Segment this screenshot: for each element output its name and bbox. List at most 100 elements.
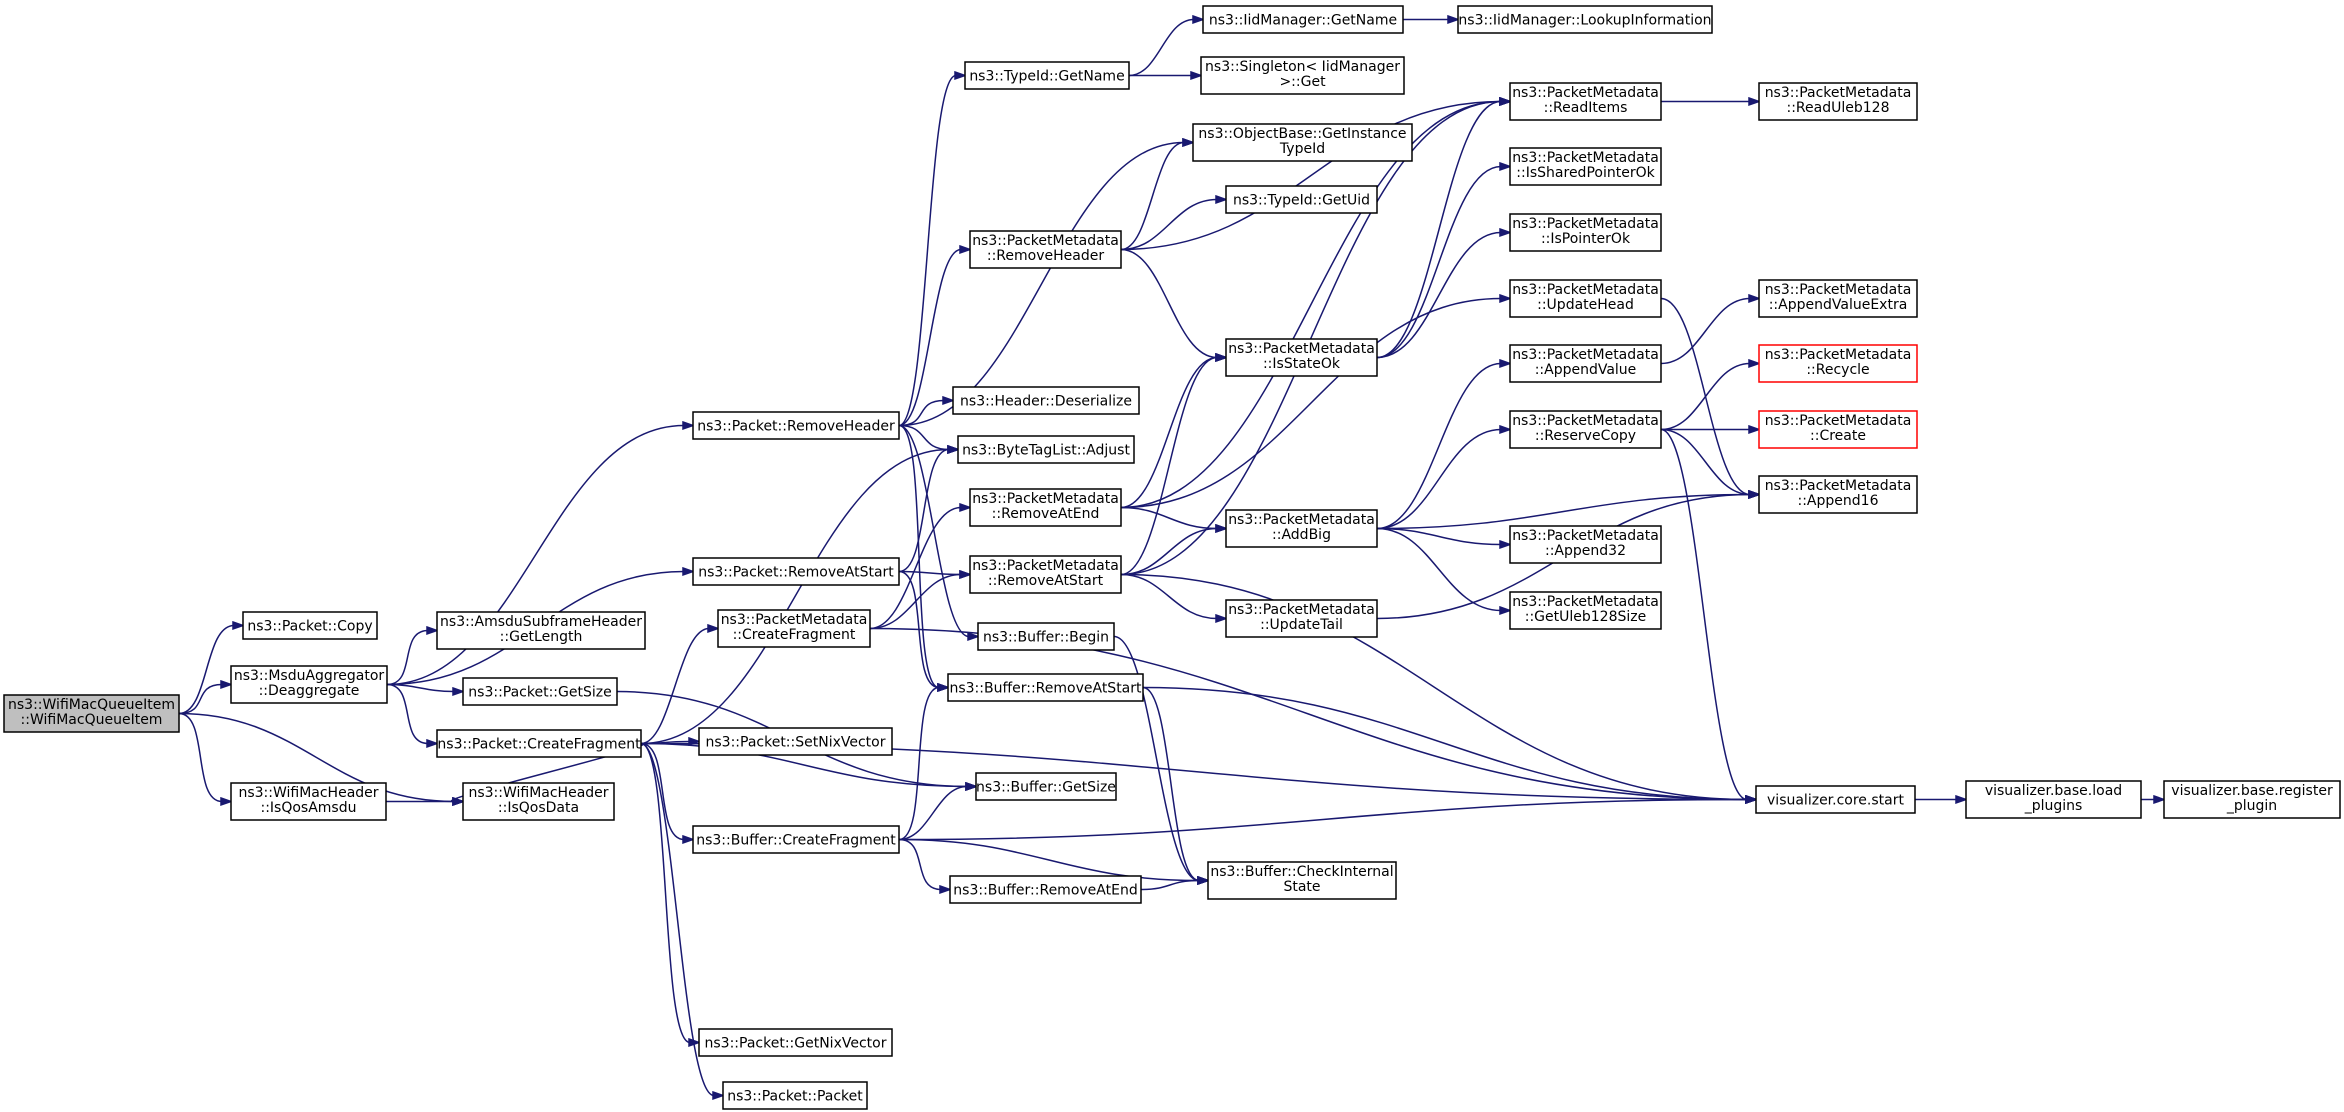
node-label: ns3::PacketMetadata [1228, 341, 1375, 357]
node-vizload[interactable]: visualizer.base.load_plugins [1965, 780, 2142, 819]
node-label: ns3::TypeId::GetUid [1233, 193, 1370, 209]
node-isqosamsdu[interactable]: ns3::WifiMacHeader::IsQosAmsdu [230, 782, 387, 821]
node-box [722, 1081, 868, 1110]
call-edges [178, 14, 2167, 1101]
node-box [692, 825, 900, 854]
node-label: ns3::PacketMetadata [721, 612, 868, 628]
node-label: ns3::PacketMetadata [1765, 478, 1912, 494]
node-vizstart[interactable]: visualizer.core.start [1755, 785, 1916, 814]
node-pmissharedptr[interactable]: ns3::PacketMetadata::IsSharedPointerOk [1509, 147, 1662, 186]
node-label: visualizer.base.load [1985, 783, 2122, 799]
node-pmupdatetail[interactable]: ns3::PacketMetadata::UpdateTail [1225, 599, 1378, 638]
node-pmcreate[interactable]: ns3::PacketMetadata::Create [1758, 410, 1918, 449]
node-pmappend16[interactable]: ns3::PacketMetadata::Append16 [1758, 475, 1918, 514]
node-label: ns3::Packet::SetNixVector [706, 735, 886, 751]
node-ppacket[interactable]: ns3::Packet::Packet [722, 1081, 868, 1110]
node-pgetsize[interactable]: ns3::Packet::GetSize [462, 677, 618, 706]
node-pmisstateok[interactable]: ns3::PacketMetadata::IsStateOk [1225, 338, 1378, 377]
node-pmremoveatend[interactable]: ns3::PacketMetadata::RemoveAtEnd [969, 488, 1122, 527]
node-pmappend32[interactable]: ns3::PacketMetadata::Append32 [1509, 525, 1662, 564]
edge-pcreatefrag-to-ppacket [640, 742, 726, 1101]
node-label: ns3::Packet::RemoveHeader [697, 419, 895, 435]
edge-vizstart-to-vizload [1915, 794, 1969, 805]
node-bgetsize[interactable]: ns3::Buffer::GetSize [975, 772, 1117, 801]
node-pmisptrok[interactable]: ns3::PacketMetadata::IsPointerOk [1509, 213, 1662, 252]
node-label: ns3::AmsduSubframeHeader [440, 614, 642, 630]
node-bremoveatstart[interactable]: ns3::Buffer::RemoveAtStart [947, 673, 1144, 702]
node-pmreservecopy[interactable]: ns3::PacketMetadata::ReserveCopy [1509, 410, 1662, 449]
node-vizregister[interactable]: visualizer.base.register_plugin [2163, 780, 2341, 819]
edge-pmreservecopy-to-vizstart [1660, 428, 1759, 805]
edge-pmreservecopy-to-pmcreate [1661, 424, 1762, 435]
node-label: ::AddBig [1272, 527, 1331, 543]
node-pmreaditems[interactable]: ns3::PacketMetadata::ReadItems [1509, 82, 1662, 121]
node-pmcreatefrag[interactable]: ns3::PacketMetadata::CreateFragment [717, 609, 871, 648]
edge-pmremoveatstart-to-pmaddbig [1120, 523, 1229, 576]
node-psetnix[interactable]: ns3::Packet::SetNixVector [698, 727, 893, 756]
node-pmaddbig[interactable]: ns3::PacketMetadata::AddBig [1225, 509, 1378, 548]
node-box [1758, 344, 1918, 383]
node-bcreatefrag[interactable]: ns3::Buffer::CreateFragment [692, 825, 900, 854]
node-iidgetname[interactable]: ns3::IidManager::GetName [1202, 5, 1404, 34]
node-pgetnix[interactable]: ns3::Packet::GetNixVector [698, 1028, 893, 1057]
node-premoveheader[interactable]: ns3::Packet::RemoveHeader [692, 411, 900, 440]
edge-deagg-to-amsdulen [386, 625, 440, 686]
edge-pmisstateok-to-pmissharedptr [1376, 161, 1513, 359]
node-pmremoveheader[interactable]: ns3::PacketMetadata::RemoveHeader [969, 230, 1122, 269]
node-label: ::Deaggregate [259, 683, 360, 699]
node-pcreatefrag[interactable]: ns3::Packet::CreateFragment [436, 729, 642, 758]
node-box [1192, 123, 1413, 162]
node-label: ns3::PacketMetadata [1765, 282, 1912, 298]
edge-pmremoveatstart-to-pmisstateok [1120, 352, 1229, 576]
edge-pmremoveheader-to-objgetinst [1120, 137, 1196, 251]
node-premoveatstart[interactable]: ns3::Packet::RemoveAtStart [692, 557, 900, 586]
node-deagg[interactable]: ns3::MsduAggregator::Deaggregate [230, 665, 388, 704]
node-box [1225, 338, 1378, 377]
node-box [698, 1028, 893, 1057]
node-label: ::Append16 [1798, 493, 1879, 509]
node-pcopy[interactable]: ns3::Packet::Copy [242, 611, 378, 640]
edge-iidgetname-to-iidlookup [1403, 14, 1461, 25]
node-isqosdata[interactable]: ns3::WifiMacHeader::IsQosData [462, 782, 615, 821]
node-hdeser[interactable]: ns3::Header::Deserialize [952, 386, 1140, 415]
edge-deagg-to-premoveheader [386, 420, 696, 686]
node-box [1207, 861, 1397, 900]
node-singletonget[interactable]: ns3::Singleton< IidManager>::Get [1200, 56, 1405, 95]
node-tgetname[interactable]: ns3::TypeId::GetName [964, 61, 1130, 90]
node-pmrecycle[interactable]: ns3::PacketMetadata::Recycle [1758, 344, 1918, 383]
node-label: ::IsQosAmsdu [260, 800, 356, 816]
edge-premoveheader-to-bbegin [898, 424, 981, 642]
node-amsdulen[interactable]: ns3::AmsduSubframeHeader::GetLength [436, 611, 646, 650]
node-box [1509, 213, 1662, 252]
node-pmreaduleb[interactable]: ns3::PacketMetadata::ReadUleb128 [1758, 82, 1918, 121]
node-tgetuid[interactable]: ns3::TypeId::GetUid [1225, 185, 1378, 214]
node-label: ns3::PacketMetadata [972, 558, 1119, 574]
node-iidlookup[interactable]: ns3::IidManager::LookupInformation [1457, 5, 1713, 34]
node-box [1225, 509, 1378, 548]
node-label: ns3::PacketMetadata [1765, 413, 1912, 429]
node-bbegin[interactable]: ns3::Buffer::Begin [977, 622, 1115, 651]
node-root[interactable]: ns3::WifiMacQueueItem::WifiMacQueueItem [3, 694, 180, 733]
node-label: ns3::Packet::Packet [727, 1089, 863, 1105]
node-box [717, 609, 871, 648]
node-pmupdatehead[interactable]: ns3::PacketMetadata::UpdateHead [1509, 279, 1662, 318]
node-label: ::Append32 [1545, 543, 1626, 559]
edge-pcreatefrag-to-pgetnix [640, 742, 702, 1048]
node-pmgetuleb[interactable]: ns3::PacketMetadata::GetUleb128Size [1509, 591, 1662, 630]
node-label: ::ReadUleb128 [1787, 100, 1890, 116]
node-box [462, 782, 615, 821]
node-label: ns3::Packet::Copy [247, 619, 372, 635]
node-pmappendvalextra[interactable]: ns3::PacketMetadata::AppendValueExtra [1758, 279, 1918, 318]
node-pmremoveatstart[interactable]: ns3::PacketMetadata::RemoveAtStart [969, 555, 1122, 594]
node-btladjust[interactable]: ns3::ByteTagList::Adjust [957, 435, 1135, 464]
node-label: ::UpdateHead [1537, 297, 1634, 313]
node-label: ns3::PacketMetadata [972, 233, 1119, 249]
node-pmappendvalue[interactable]: ns3::PacketMetadata::AppendValue [1509, 344, 1662, 383]
edge-pmaddbig-to-pmappend16 [1376, 489, 1762, 530]
edge-premoveheader-to-tgetname [898, 70, 968, 427]
node-box [1758, 82, 1918, 121]
node-label: _plugins [2024, 798, 2083, 814]
node-bremoveatend[interactable]: ns3::Buffer::RemoveAtEnd [949, 875, 1142, 904]
